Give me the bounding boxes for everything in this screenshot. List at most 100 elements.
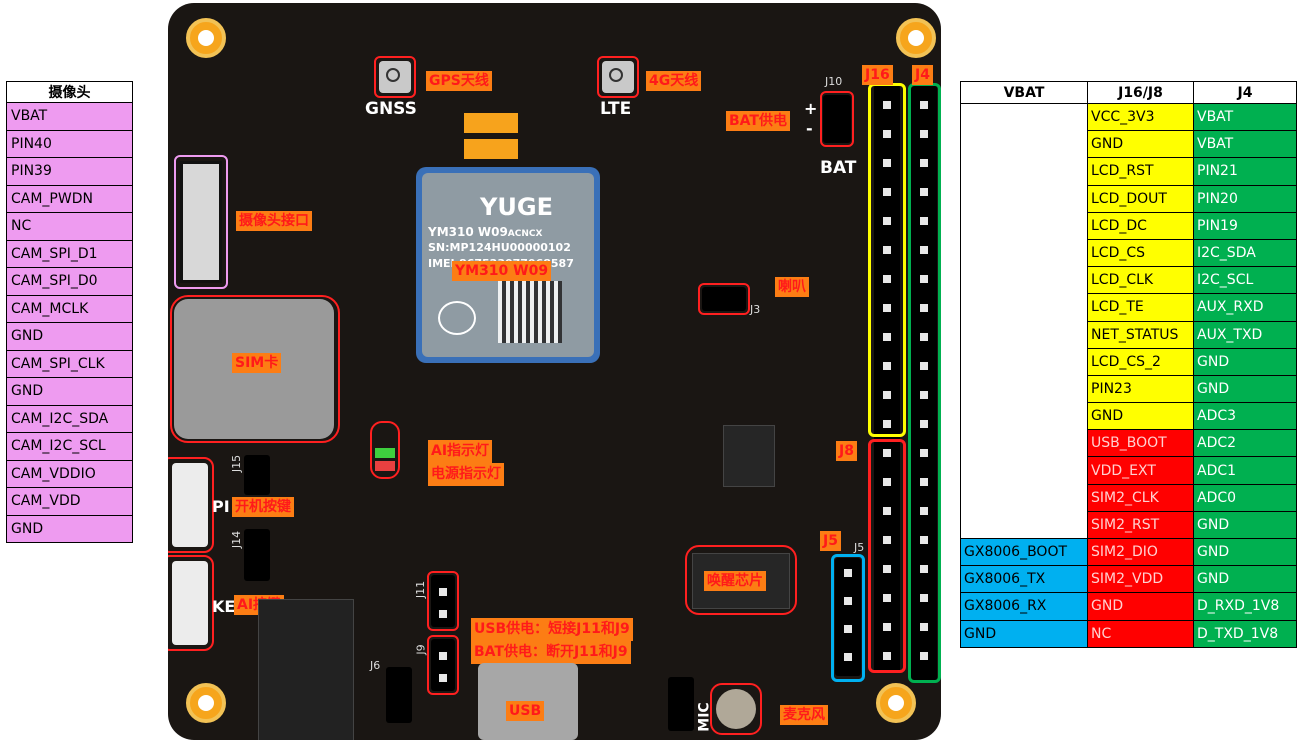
j16-j8-pin — [883, 420, 891, 428]
bat-power-label: BAT供电 — [726, 111, 790, 131]
camera-fpc-connector — [180, 161, 222, 283]
j16-j8-cell: VDD_EXT — [1087, 456, 1194, 485]
pin-table-header-vbat: VBAT — [960, 81, 1088, 104]
j4-cell: GND — [1193, 374, 1297, 404]
microphone — [716, 689, 756, 729]
pin-table-header-j4: J4 — [1193, 81, 1297, 104]
j16-j8-pin — [883, 246, 891, 254]
j4-pin — [920, 420, 928, 428]
j16-j8-pin — [883, 130, 891, 138]
camera-table-row: CAM_SPI_D0 — [6, 267, 133, 296]
camera-pin-cell: CAM_MCLK — [6, 294, 133, 323]
j4-label: J4 — [912, 65, 933, 85]
j5-pin — [844, 653, 852, 661]
module-label: YM310 W09 — [452, 261, 552, 281]
power-key-button[interactable] — [172, 463, 208, 547]
j16-j8-pin — [883, 478, 891, 486]
battery-connector-box — [820, 91, 854, 147]
j16-j8-cell: GND — [1087, 130, 1194, 159]
camera-pin-cell: GND — [6, 322, 133, 351]
j4-cell: PIN21 — [1193, 157, 1297, 186]
j4-cell: GND — [1193, 347, 1297, 376]
j4-pin — [920, 362, 928, 370]
ke-silk: KE — [212, 597, 236, 616]
camera-table-row: GND — [6, 322, 133, 351]
j16-j8-cell: LCD_CS_2 — [1087, 347, 1194, 376]
j16-j8-cell: LCD_DC — [1087, 211, 1194, 240]
j16-label: J16 — [862, 65, 893, 85]
sim-label: SIM卡 — [232, 353, 282, 373]
camera-table-row: GND — [6, 377, 133, 406]
usb-label: USB — [506, 701, 545, 721]
j4-pin — [920, 478, 928, 486]
j16-j8-cell: NET_STATUS — [1087, 320, 1194, 349]
camera-pin-cell: CAM_SPI_CLK — [6, 349, 133, 378]
module-model: YM310 W09ACNCX — [428, 225, 542, 239]
microphone-box — [710, 683, 762, 735]
j6-header — [386, 667, 412, 723]
j4-cell: ADC2 — [1193, 429, 1297, 458]
j16-j8-cell: SIM2_VDD — [1087, 565, 1194, 594]
ccc-mark — [438, 301, 476, 335]
j16-j8-cell: PIN23 — [1087, 374, 1194, 404]
j10-silk: J10 — [825, 75, 843, 88]
camera-pin-cell: CAM_PWDN — [6, 184, 133, 213]
ai-key-button[interactable] — [172, 561, 208, 645]
j4-header — [911, 85, 937, 681]
j4-cell: ADC3 — [1193, 402, 1297, 431]
battery-connector — [823, 95, 851, 143]
j4-pin — [920, 536, 928, 544]
j4-pin — [920, 333, 928, 341]
vbat-merged-cell — [960, 103, 1088, 539]
camera-table-row: CAM_MCLK — [6, 294, 133, 323]
camera-table-row: CAM_VDDIO — [6, 459, 133, 488]
j4-cell: D_RXD_1V8 — [1193, 592, 1297, 621]
j4-pin — [920, 217, 928, 225]
amplifier-chip — [723, 425, 775, 487]
j4-pin — [920, 623, 928, 631]
capacitor — [464, 139, 518, 159]
mount-hole-bottom-left — [186, 683, 226, 723]
camera-table-row: CAM_SPI_CLK — [6, 349, 133, 378]
ai-led — [375, 448, 395, 458]
gx8006-cell: GX8006_RX — [960, 592, 1088, 621]
j4-cell: I2C_SCL — [1193, 266, 1297, 295]
pr-silk: PI — [212, 497, 230, 516]
camera-pin-cell: GND — [6, 377, 133, 406]
j16-j8-pin — [883, 275, 891, 283]
gnss-silk: GNSS — [365, 99, 417, 119]
qr-code — [498, 281, 562, 343]
j5-silk: J5 — [854, 541, 865, 554]
j11-pin — [439, 588, 447, 596]
j16-j8-cell: SIM2_CLK — [1087, 483, 1194, 512]
camera-table-row: CAM_I2C_SDA — [6, 404, 133, 433]
j4-pin — [920, 304, 928, 312]
j4-pin — [920, 246, 928, 254]
camera-table-row: GND — [6, 514, 133, 543]
mount-hole-top-left — [186, 18, 226, 58]
j8-label: J8 — [836, 441, 857, 461]
j4-cell: ADC0 — [1193, 483, 1297, 512]
module-sn: SN:MP124HU00000102 — [428, 241, 571, 254]
j14-header — [244, 529, 270, 581]
j16-j8-pin — [883, 594, 891, 602]
mic-header — [668, 677, 694, 731]
j16-j8-cell: SIM2_DIO — [1087, 537, 1194, 567]
j4-pin — [920, 188, 928, 196]
j16-j8-pin — [883, 188, 891, 196]
j16-j8-cell: LCD_CS — [1087, 238, 1194, 268]
j4-pin — [920, 507, 928, 515]
camera-pin-cell: CAM_I2C_SCL — [6, 432, 133, 461]
j4-pin — [920, 159, 928, 167]
audio-jack — [258, 599, 354, 740]
mount-hole-top-right — [896, 18, 936, 58]
j4-pin — [920, 130, 928, 138]
camera-pin-cell: PIN39 — [6, 157, 133, 186]
j14-silk: J14 — [230, 530, 244, 549]
gps-antenna-label: GPS天线 — [426, 71, 492, 91]
